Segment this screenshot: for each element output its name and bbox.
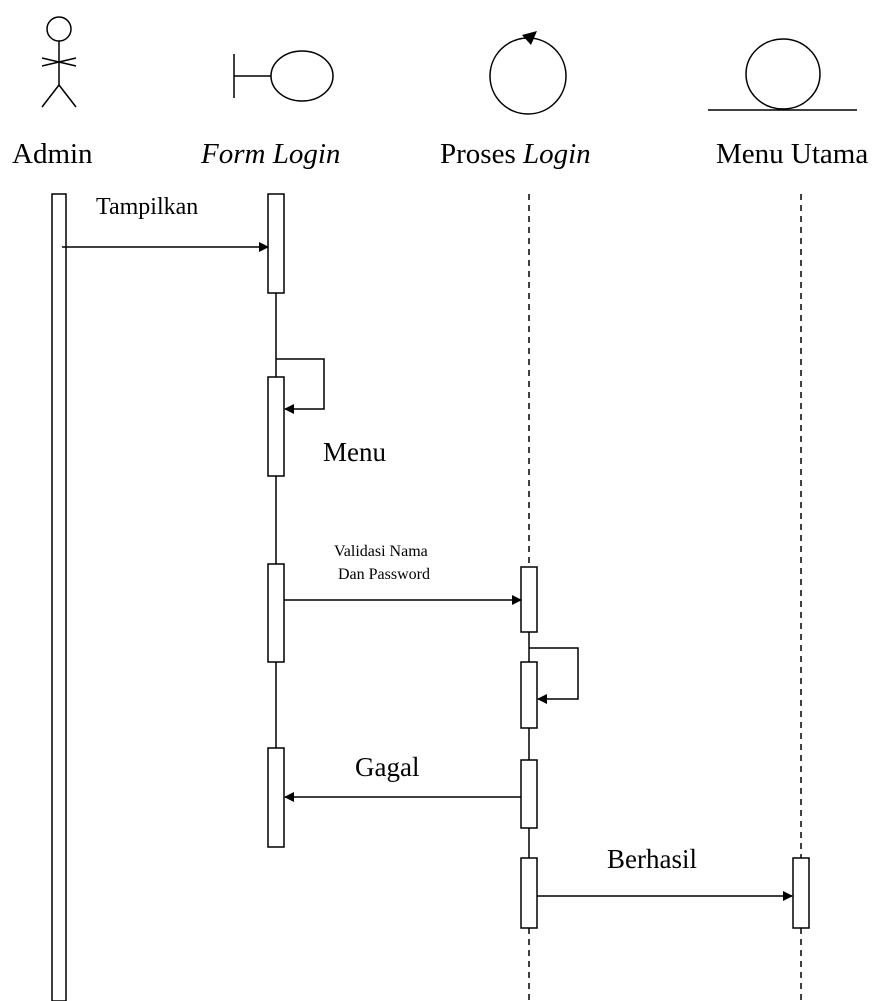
message-label-berhasil: Berhasil: [607, 844, 697, 874]
activation-bar: [520, 566, 538, 633]
message-arrow-menu: [276, 358, 325, 414]
entity-icon: [708, 38, 857, 111]
activation-bar: [267, 193, 285, 294]
message-arrow-self-check: [529, 647, 579, 704]
activation-bar: [267, 563, 285, 663]
message-label-gagal: Gagal: [355, 752, 419, 782]
activation-bar: [267, 747, 285, 848]
activation-bar: [520, 661, 538, 729]
activation-bar: [267, 376, 285, 477]
message-label-validasi-line1: Validasi Nama: [334, 543, 428, 560]
activation-bar: [520, 857, 538, 929]
participant-label-menu-utama: Menu Utama: [716, 138, 868, 170]
lifeline-admin: [51, 193, 67, 1001]
participant-label-form-login: Form Login: [200, 138, 340, 170]
message-label-tampilkan: Tampilkan: [96, 194, 198, 220]
message-label-validasi-line2: Dan Password: [338, 566, 430, 583]
participant-label-admin: Admin: [12, 138, 93, 170]
boundary-icon: [233, 50, 334, 102]
message-label-menu: Menu: [323, 437, 386, 467]
participant-label-proses-login: Proses Login: [440, 138, 591, 170]
control-icon: [489, 31, 567, 115]
activation-bar: [792, 857, 810, 929]
activation-bar: [520, 759, 538, 829]
actor-icon: [41, 16, 77, 108]
